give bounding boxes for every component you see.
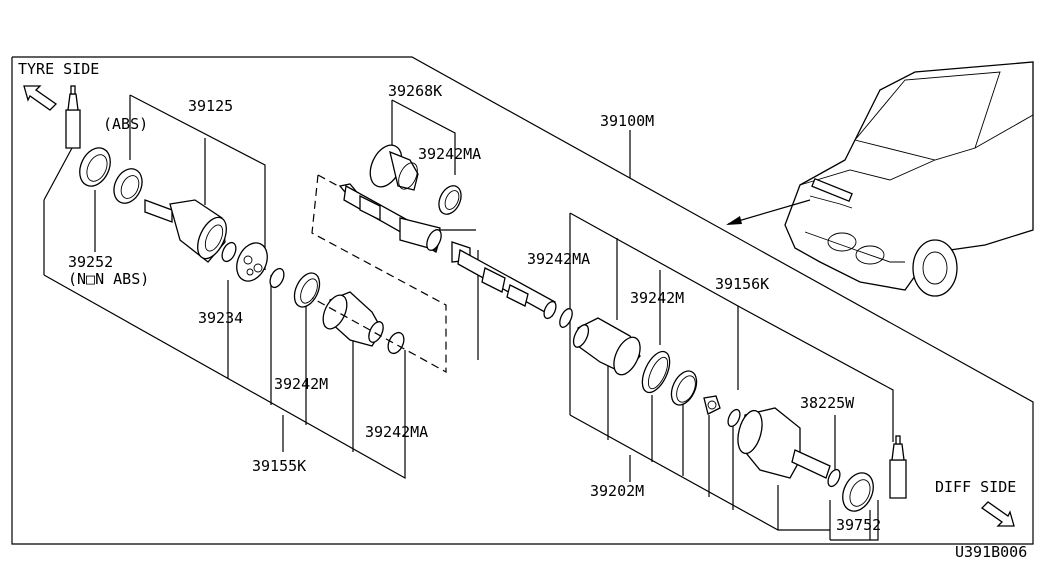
- label-39752: 39752: [836, 516, 881, 534]
- spider-bearing: [703, 395, 721, 415]
- label-39242ma-left: 39242MA: [365, 423, 428, 441]
- driveshaft-bar-inner: [451, 241, 557, 320]
- driveshaft-bar: [338, 183, 442, 253]
- label-39242ma-mid: 39242MA: [527, 250, 590, 268]
- leader-lines-right: [569, 212, 894, 541]
- label-39156k: 39156K: [715, 275, 769, 293]
- diff-side-label: DIFF SIDE: [935, 478, 1016, 496]
- part-39242m-band-left: [293, 272, 321, 308]
- diagram-code: U391B006: [955, 543, 1027, 561]
- driveshaft-location-icon: [811, 177, 853, 203]
- part-39242ma-band-left: [387, 331, 405, 355]
- part-39234-circlip: [221, 241, 237, 263]
- boot-left: [322, 291, 384, 347]
- boot-right: [572, 317, 641, 376]
- label-39100m: 39100M: [600, 112, 654, 130]
- dashed-boundary: [311, 174, 447, 374]
- vehicle-illustration: [726, 61, 1034, 297]
- leader-lines-left: [43, 94, 406, 480]
- label-39242ma-top: 39242MA: [418, 145, 481, 163]
- part-39242ma-band-top: [438, 185, 462, 215]
- small-circlip-right: [727, 408, 741, 428]
- tyre-side-arrow-icon: [23, 85, 58, 111]
- label-39268k: 39268K: [388, 82, 442, 100]
- snap-ring-right: [670, 370, 698, 406]
- label-non-abs-note: (N□N ABS): [68, 270, 149, 288]
- label-39155k: 39155K: [252, 457, 306, 475]
- part-39125-outer-joint: [144, 199, 227, 263]
- part-38225w-oil-seal: [827, 468, 841, 488]
- label-39125: 39125: [188, 97, 233, 115]
- part-39242m-band-right: [641, 350, 671, 394]
- part-39252-ring: [79, 147, 111, 187]
- label-39234: 39234: [198, 309, 243, 327]
- inner-joint-housing: [737, 407, 831, 479]
- grease-tube-left: [65, 85, 81, 149]
- label-38225w: 38225W: [800, 394, 855, 412]
- leader-lines-top: [391, 99, 456, 175]
- small-band-right: [559, 308, 573, 328]
- small-circlip: [269, 267, 285, 289]
- label-39252: 39252: [68, 253, 113, 271]
- grease-tube-right: [889, 435, 907, 499]
- part-39752-seal-ring: [842, 472, 874, 512]
- bearing-cage: [236, 242, 268, 282]
- label-39202m: 39202M: [590, 482, 644, 500]
- diff-side-arrow-icon: [980, 501, 1015, 527]
- abs-sensor-ring: [113, 168, 143, 204]
- tyre-side-label: TYRE SIDE: [18, 60, 99, 78]
- label-39242m-left: 39242M: [274, 375, 328, 393]
- label-39242m-right: 39242M: [630, 289, 684, 307]
- diagram-frame: [11, 56, 1034, 545]
- part-39268k-boot-kit: [369, 144, 419, 191]
- label-abs-note: (ABS): [103, 115, 148, 133]
